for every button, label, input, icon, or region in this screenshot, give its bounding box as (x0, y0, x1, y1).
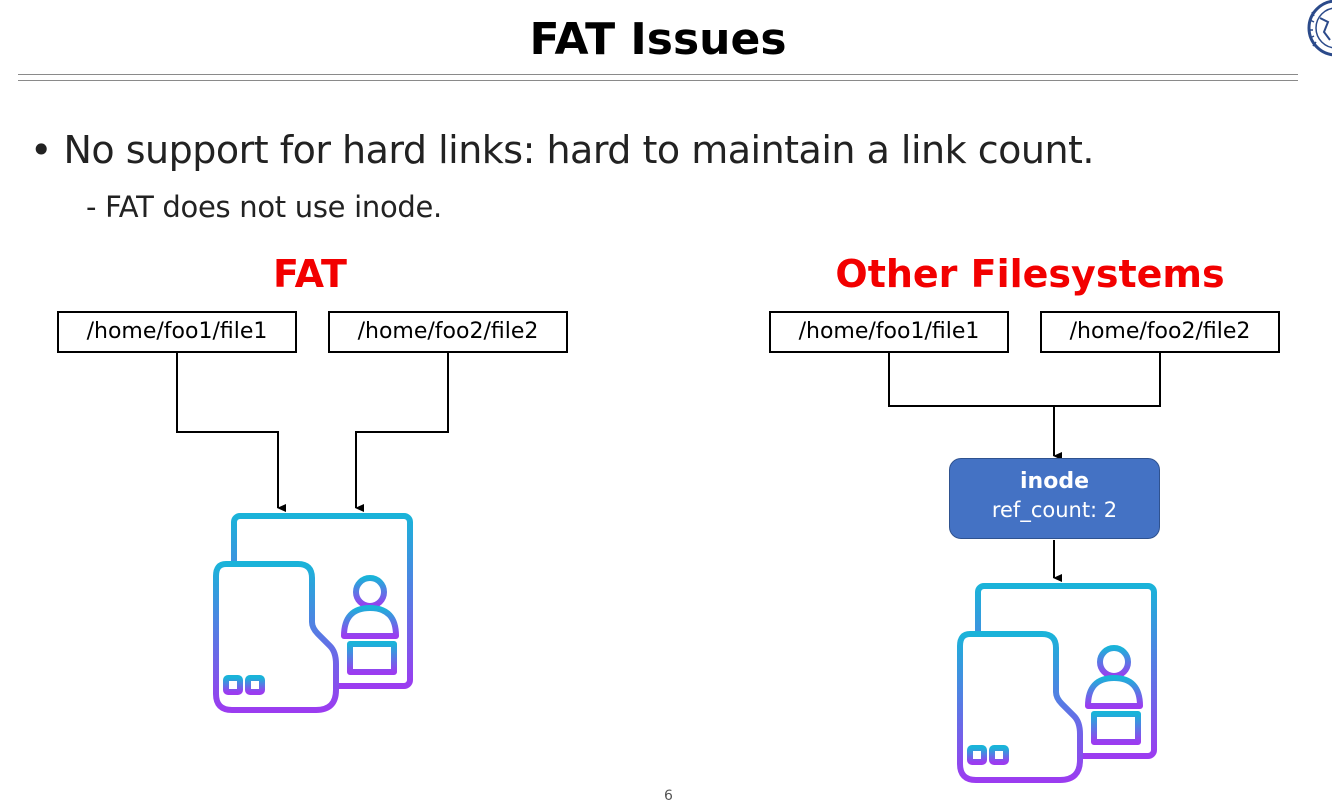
title-divider-top (18, 74, 1298, 75)
file-document-icon (213, 513, 413, 713)
inode-ref-count: ref_count: 2 (991, 498, 1118, 522)
slide-title: FAT Issues (529, 14, 787, 65)
other-fs-heading: Other Filesystems (835, 252, 1225, 296)
other-path-file1: /home/foo1/file1 (769, 311, 1009, 353)
other-path-file2: /home/foo2/file2 (1040, 311, 1280, 353)
fat-connector-file1 (176, 353, 286, 512)
inode-box: inode ref_count: 2 (949, 458, 1160, 539)
fat-heading: FAT (273, 252, 347, 296)
fat-connector-file2 (355, 353, 449, 512)
bullet-hard-links: • No support for hard links: hard to mai… (30, 128, 1095, 172)
file-document-icon (957, 583, 1157, 783)
subbullet-no-inode: - FAT does not use inode. (86, 190, 442, 224)
fat-path-file1: /home/foo1/file1 (57, 311, 297, 353)
page-number: 6 (664, 788, 673, 804)
university-logo (1307, 0, 1332, 57)
fat-path-file2: /home/foo2/file2 (328, 311, 568, 353)
title-divider-bottom (18, 80, 1298, 81)
inode-title: inode (1020, 469, 1089, 494)
other-connector-merge (888, 353, 1161, 460)
